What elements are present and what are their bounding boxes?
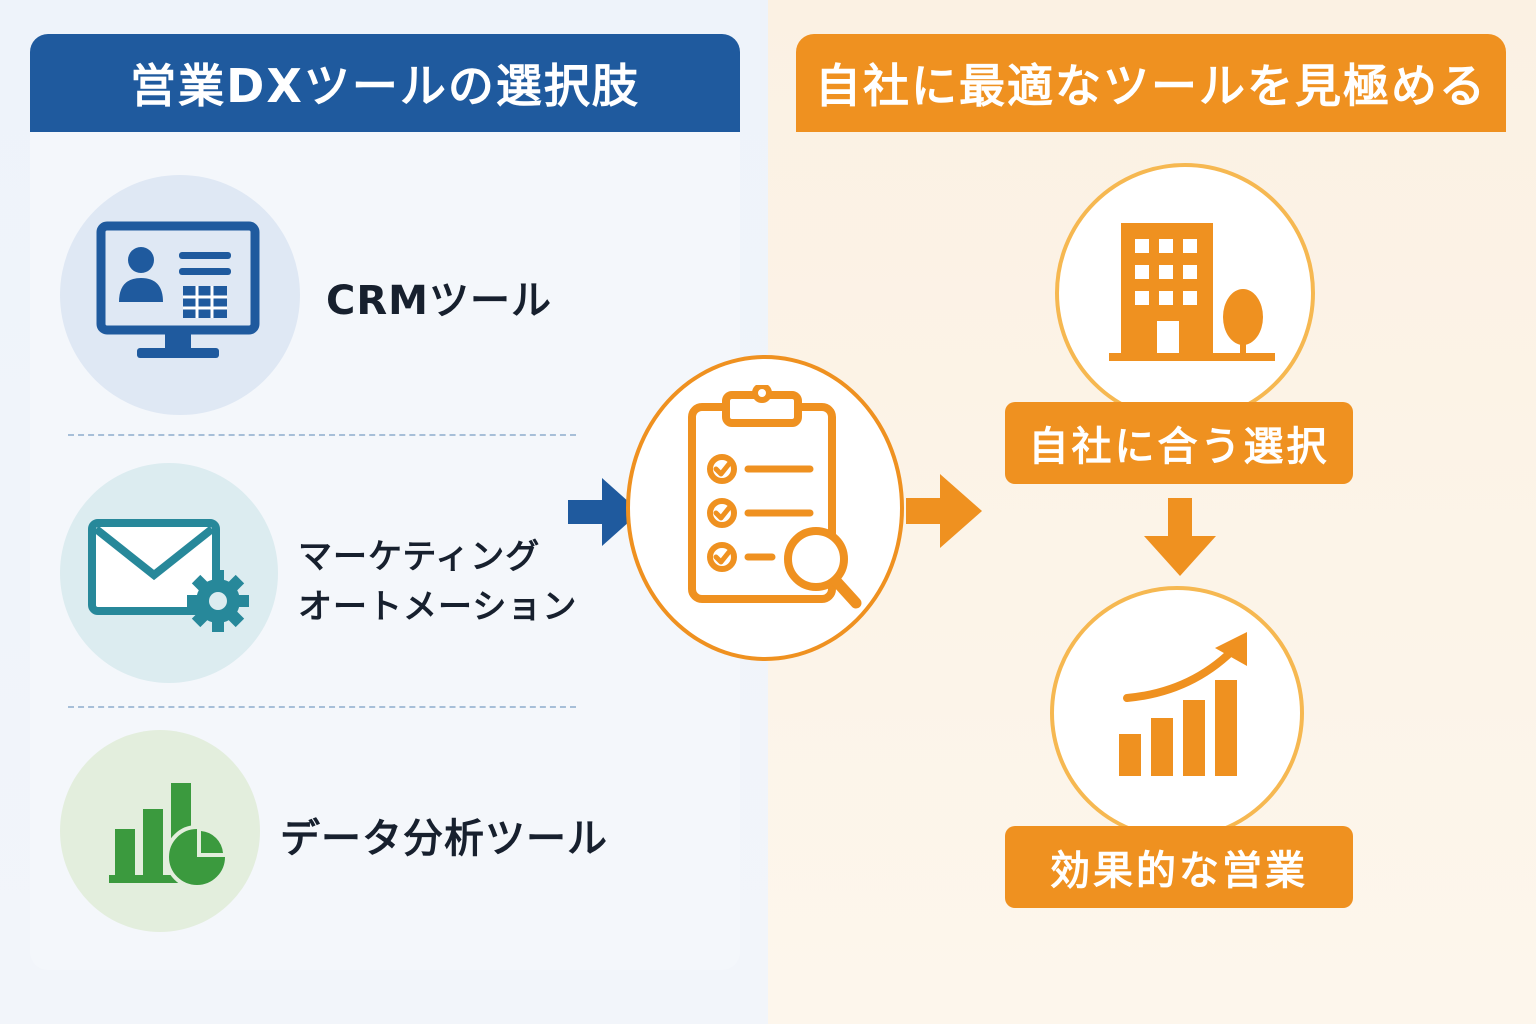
growth-chart-icon (1119, 632, 1247, 776)
analytics-tool-label: データ分析ツール (280, 816, 608, 862)
ma-tool-label: マーケティング オートメーション (298, 532, 598, 632)
step-effective-sales: 効果的な営業 (1005, 826, 1353, 908)
orange-arrow-down-icon (1144, 498, 1216, 576)
blue-arrow-icon (568, 478, 640, 546)
left-panel-title: 営業DXツールの選択肢 (30, 34, 740, 132)
orange-arrow-right-icon (906, 474, 982, 548)
company-circle (1055, 163, 1315, 423)
growth-circle (1050, 586, 1304, 840)
evaluation-circle (626, 355, 904, 661)
ma-tool-label-line1: マーケティング (298, 537, 541, 577)
bar-pie-chart-icon (109, 783, 229, 889)
divider (68, 706, 576, 708)
office-building-icon (1109, 223, 1275, 361)
analytics-tool-circle (60, 730, 260, 932)
divider (68, 434, 576, 436)
right-panel-title: 自社に最適なツールを見極める (796, 34, 1506, 132)
crm-tool-label: CRMツール (326, 278, 552, 324)
crm-tool-circle (60, 175, 300, 415)
step-fit-selection: 自社に合う選択 (1005, 402, 1353, 484)
mail-gear-icon (88, 519, 249, 632)
ma-tool-circle (60, 463, 278, 683)
ma-tool-label-line2: オートメーション (298, 587, 578, 627)
checklist-magnifier-icon (688, 385, 862, 609)
crm-monitor-icon (96, 221, 260, 358)
